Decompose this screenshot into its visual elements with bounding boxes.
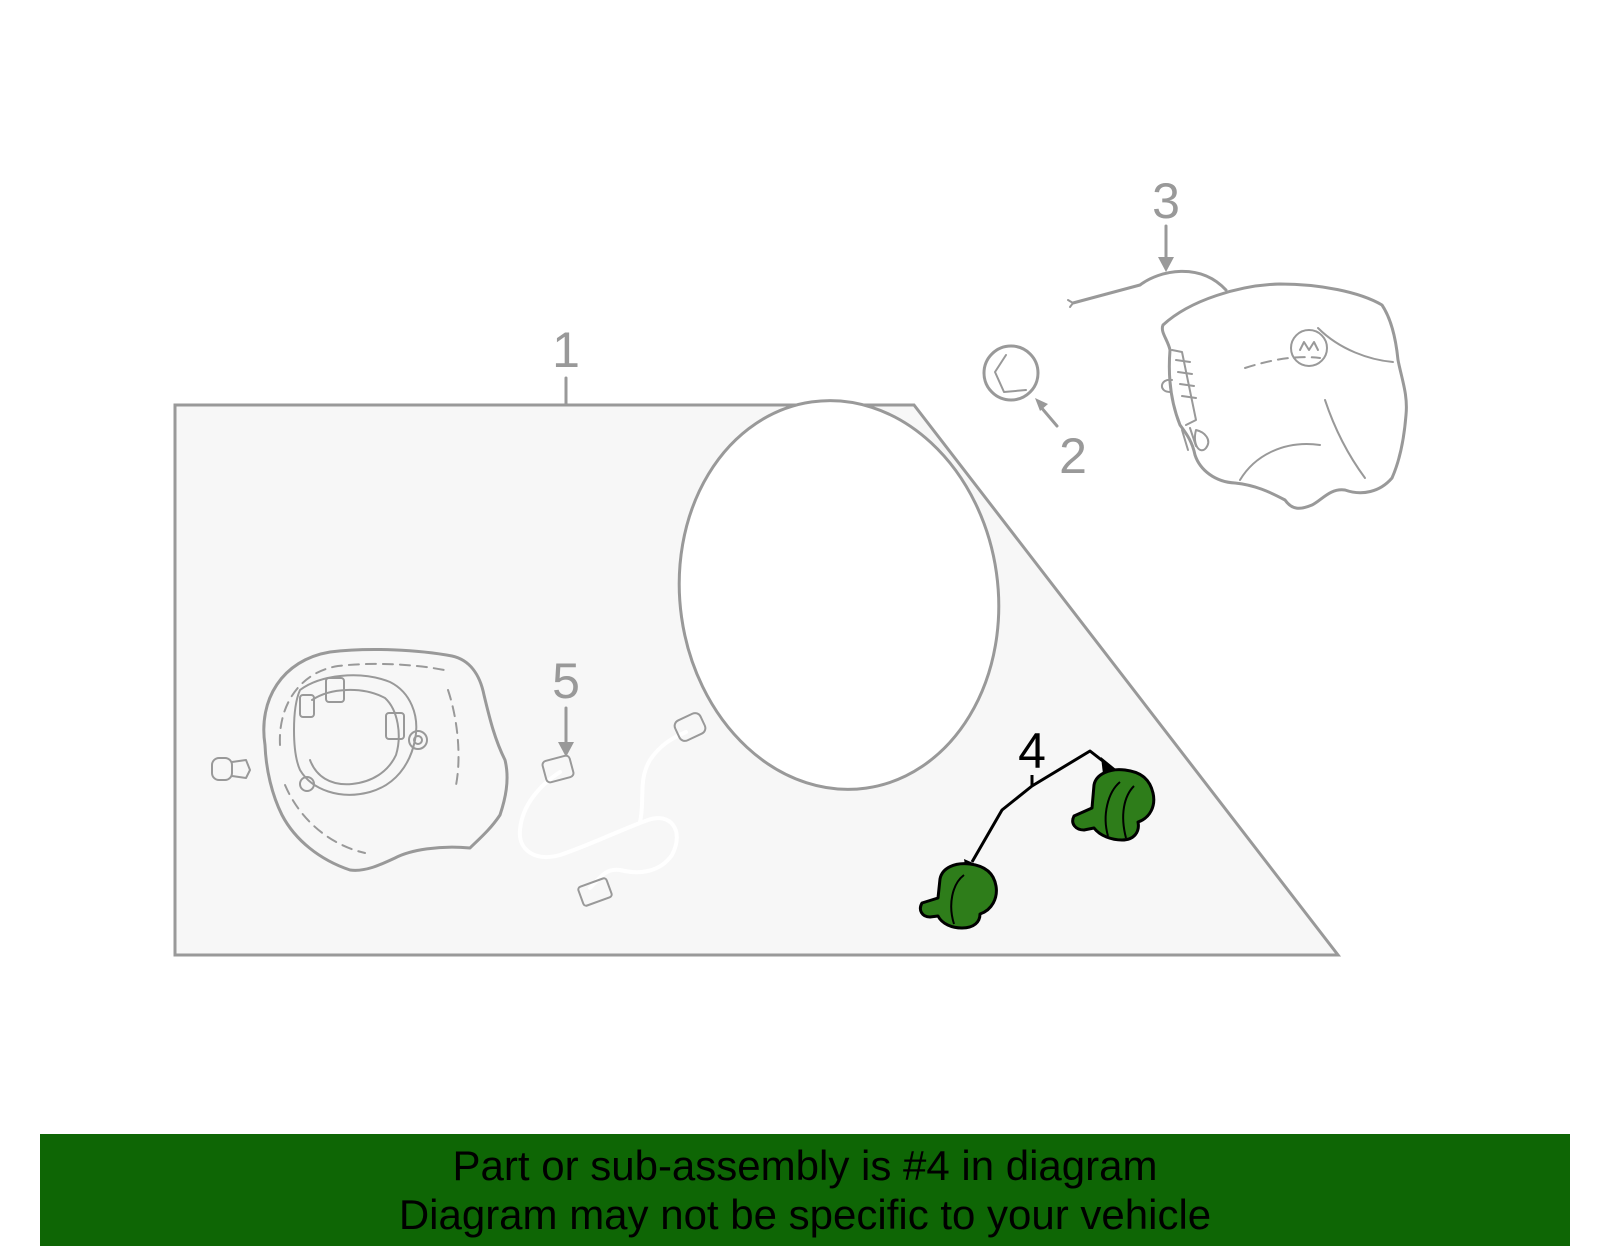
emblem-cap (982, 344, 1040, 402)
steering-wheel-opening (677, 399, 1001, 791)
callout-2-leader (1038, 404, 1059, 428)
switch-part-right (1071, 768, 1156, 842)
callout-2: 2 (1059, 428, 1087, 484)
callout-4: 4 (1018, 723, 1046, 779)
banner-line-2: Diagram may not be specific to your vehi… (398, 1191, 1212, 1238)
callout-3: 3 (1152, 173, 1180, 229)
callout-5-arrowhead (558, 742, 574, 757)
switch-part-left (918, 862, 998, 930)
callout-2-arrowhead (1035, 398, 1048, 411)
wiring-harness (517, 712, 707, 907)
callout-5: 5 (552, 653, 580, 709)
callout-3-arrowhead (1158, 257, 1174, 272)
airbag-module (1067, 269, 1408, 510)
banner-line-1: Part or sub-assembly is #4 in diagram (452, 1142, 1158, 1189)
info-banner: Part or sub-assembly is #4 in diagram Di… (40, 1134, 1570, 1246)
callout-1: 1 (552, 322, 580, 378)
bolt (211, 757, 251, 781)
clock-spring-housing (262, 647, 509, 872)
